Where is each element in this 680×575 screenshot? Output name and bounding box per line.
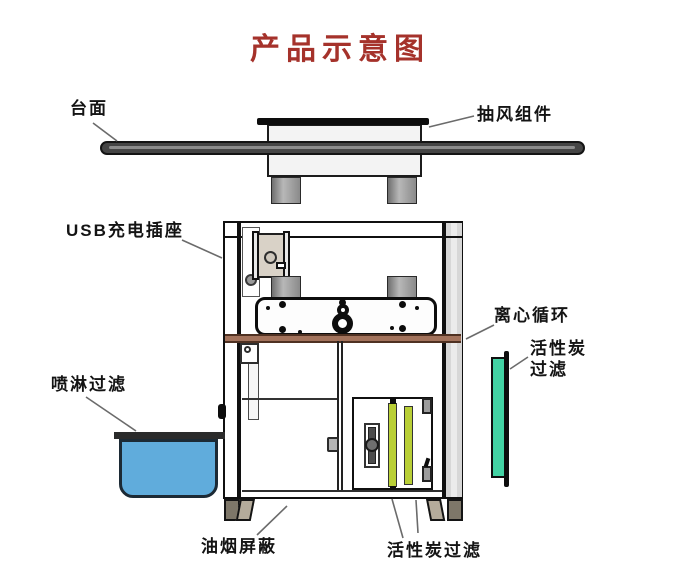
carbon-bar-1-cap-bottom [390,486,396,492]
screw-dot [399,325,406,332]
carbon-filter-frame-bar [504,351,509,487]
duct-pipe-left [271,276,301,299]
hinge-bracket-hole [244,346,251,353]
cabinet-right-band-stripe [451,223,457,497]
screw-dot [399,301,406,308]
water-tank [119,439,218,498]
screw-dot [279,301,286,308]
countertop-surface [100,141,585,155]
door-right-edge-line2 [341,341,343,492]
exhaust-leg-left [271,177,301,204]
door-horizontal-line [242,398,338,400]
fan-panel-ring [332,313,353,334]
motor-cap-right [283,231,290,280]
motor-connector [276,262,286,269]
exhaust-leg-right [387,177,417,204]
foot-right-inner [426,499,446,521]
carbon-bar-1-cap-top [390,398,396,404]
foot-right-outer [447,499,463,521]
screw-dot [279,326,286,333]
cabinet-right-band [446,223,462,497]
carbon-bar-2 [404,406,413,485]
foot-left-inner [235,499,255,521]
label-exhaust: 抽风组件 [477,105,553,124]
screw-dot-small [298,330,302,334]
label-carbon-right: 活性炭 过滤 [530,338,587,380]
cabinet-bottom-inner-line [242,490,442,492]
door-handle [327,437,339,452]
motor-circle [264,251,277,264]
carbon-bar-1 [388,403,397,487]
fan-panel-ring-knob [337,304,349,316]
cabinet-top-inner-line [223,236,463,238]
duct-pipe-right [387,276,417,299]
label-countertop: 台面 [70,99,108,118]
label-spray-filter: 喷淋过滤 [51,375,127,394]
cabinet-left-inner-post [237,221,241,499]
motor-cap-left [252,231,259,280]
centrifugal-divider-bar [225,334,461,343]
side-strip [248,364,259,420]
screw-dot-small [266,306,270,310]
page-title: 产品示意图 [250,33,430,66]
door-right-edge-line [337,341,339,492]
label-oil-shield: 油烟屏蔽 [201,537,277,556]
latch-knob [365,438,379,452]
label-carbon-right-line1: 活性炭 [530,339,587,358]
screw-dot-small [415,306,419,310]
label-centrifugal: 离心循环 [494,306,570,325]
water-tank-rim [114,432,225,439]
side-knob [218,404,226,419]
filter-clip-top [422,398,432,414]
screw-dot [339,299,346,306]
exhaust-lid [257,118,429,125]
screw-dot-small [390,326,394,330]
filter-clip-bottom [422,466,432,482]
label-carbon-bottom: 活性炭过滤 [387,541,482,560]
cabinet-right-inner-post [442,221,446,499]
label-carbon-right-line2: 过滤 [530,360,568,379]
label-usb-socket: USB充电插座 [66,221,184,240]
countertop-highlight [109,146,575,149]
